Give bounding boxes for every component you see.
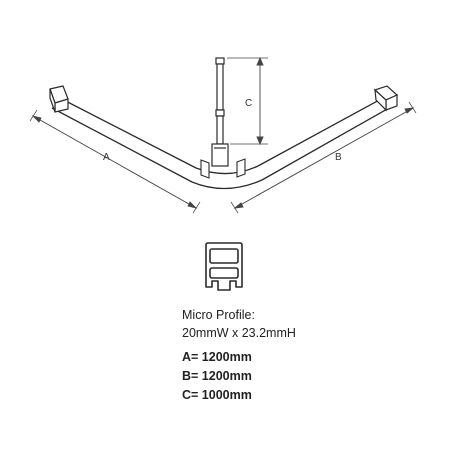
rail-joints [200, 158, 246, 179]
dimension-b-spec: B= 1200mm [182, 369, 252, 383]
profile-title: Micro Profile: [182, 308, 255, 322]
right-end-cap [373, 85, 399, 112]
profile-cross-section [205, 242, 243, 291]
corner-rail [51, 91, 397, 190]
profile-size: 20mmW x 23.2mmH [182, 326, 296, 340]
ceiling-support-rod [211, 57, 229, 167]
dimension-b-line [230, 101, 417, 214]
left-end-cap [49, 85, 69, 113]
dimension-c-line [227, 56, 268, 146]
dimension-c-label: C [245, 98, 252, 109]
dimension-a-line [29, 109, 201, 214]
dimension-a-label: A [103, 152, 110, 163]
dimension-a-spec: A= 1200mm [182, 350, 252, 364]
dimension-b-label: B [335, 152, 342, 163]
dimension-c-spec: C= 1000mm [182, 388, 252, 402]
